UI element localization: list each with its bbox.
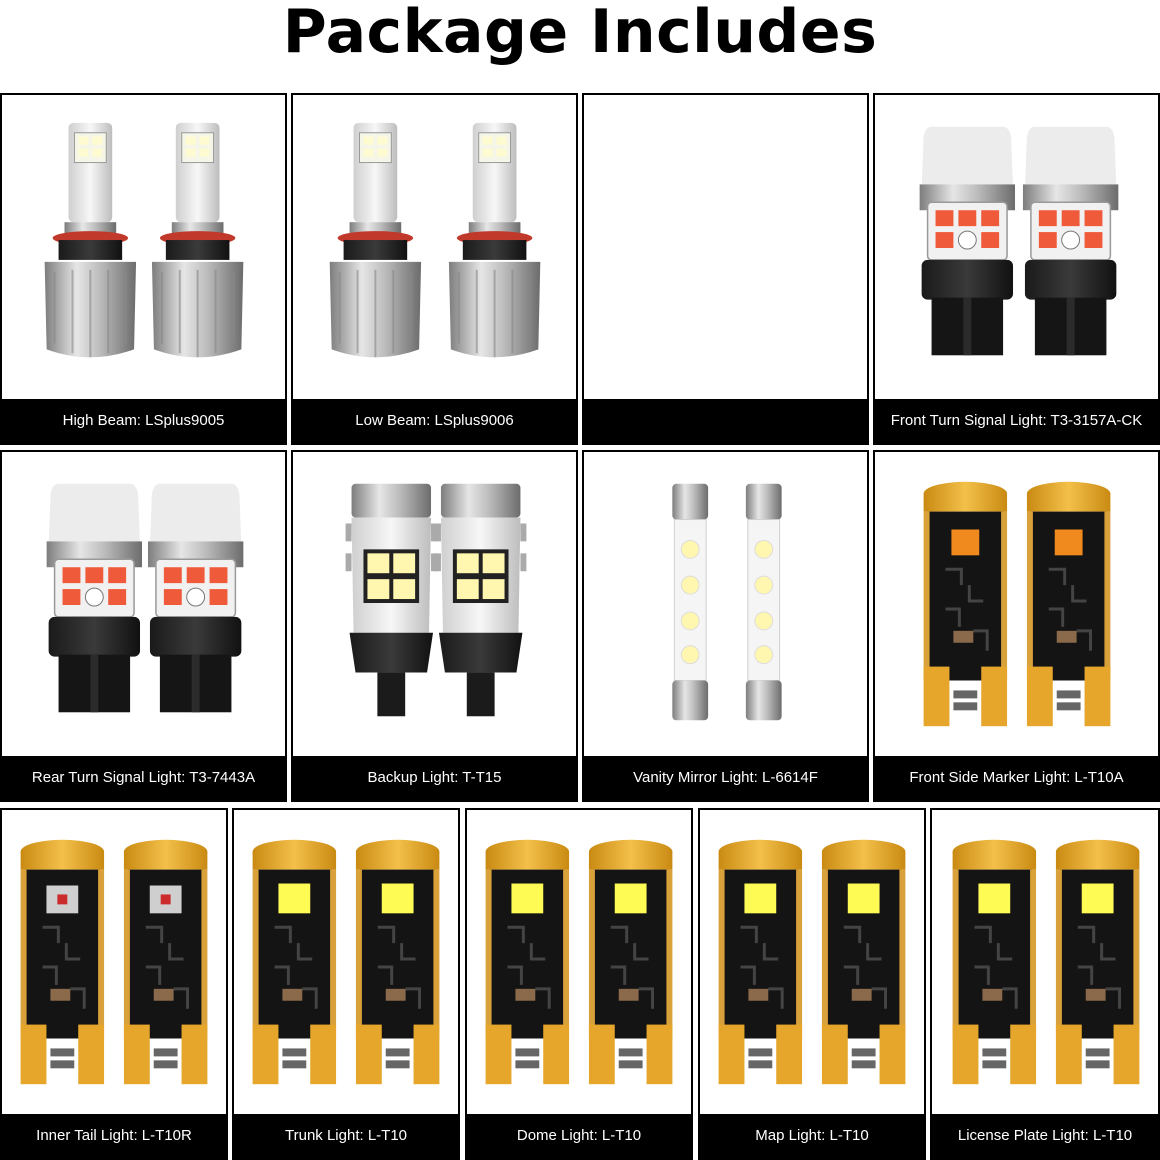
wedge-bulb-white-icon xyxy=(932,810,1158,1114)
blank-image-area xyxy=(584,95,867,399)
wedge-bulb-white-icon xyxy=(234,810,458,1114)
product-card-inner-tail-light: Inner Tail Light: L-T10R xyxy=(0,808,228,1160)
headlight-bulb-icon xyxy=(2,95,285,399)
product-caption xyxy=(584,399,867,443)
turn-signal-bulb-icon xyxy=(875,95,1158,399)
product-card-vanity-mirror: Vanity Mirror Light: L-6614F xyxy=(582,450,869,802)
wedge-bulb-amber-icon xyxy=(875,452,1158,756)
product-caption: Low Beam: LSplus9006 xyxy=(293,399,576,443)
wedge-bulb-white-icon xyxy=(700,810,924,1114)
product-card-license-plate-light: License Plate Light: L-T10 xyxy=(930,808,1160,1160)
product-card-trunk-light: Trunk Light: L-T10 xyxy=(232,808,460,1160)
product-caption: Dome Light: L-T10 xyxy=(467,1114,691,1158)
product-caption: Rear Turn Signal Light: T3-7443A xyxy=(2,756,285,800)
product-caption: Backup Light: T-T15 xyxy=(293,756,576,800)
product-caption: Front Side Marker Light: L-T10A xyxy=(875,756,1158,800)
product-card-backup-light: Backup Light: T-T15 xyxy=(291,450,578,802)
wedge-bulb-red-icon xyxy=(2,810,226,1114)
product-card-front-turn-signal: Front Turn Signal Light: T3-3157A-CK xyxy=(873,93,1160,445)
product-caption: License Plate Light: L-T10 xyxy=(932,1114,1158,1158)
product-caption: Trunk Light: L-T10 xyxy=(234,1114,458,1158)
headlight-bulb-icon xyxy=(293,95,576,399)
wedge-bulb-white-icon xyxy=(467,810,691,1114)
festoon-bulb-icon xyxy=(584,452,867,756)
product-card-front-side-marker: Front Side Marker Light: L-T10A xyxy=(873,450,1160,802)
product-card-rear-turn-signal: Rear Turn Signal Light: T3-7443A xyxy=(0,450,287,802)
product-caption: High Beam: LSplus9005 xyxy=(2,399,285,443)
product-card-low-beam: Low Beam: LSplus9006 xyxy=(291,93,578,445)
product-card-dome-light: Dome Light: L-T10 xyxy=(465,808,693,1160)
product-caption: Map Light: L-T10 xyxy=(700,1114,924,1158)
turn-signal-bulb-icon xyxy=(2,452,285,756)
product-card-high-beam: High Beam: LSplus9005 xyxy=(0,93,287,445)
product-caption: Vanity Mirror Light: L-6614F xyxy=(584,756,867,800)
product-caption: Front Turn Signal Light: T3-3157A-CK xyxy=(875,399,1158,443)
product-caption: Inner Tail Light: L-T10R xyxy=(2,1114,226,1158)
backup-bulb-icon xyxy=(293,452,576,756)
product-card-map-light: Map Light: L-T10 xyxy=(698,808,926,1160)
product-card-blank xyxy=(582,93,869,445)
page-title: Package Includes xyxy=(282,0,878,67)
